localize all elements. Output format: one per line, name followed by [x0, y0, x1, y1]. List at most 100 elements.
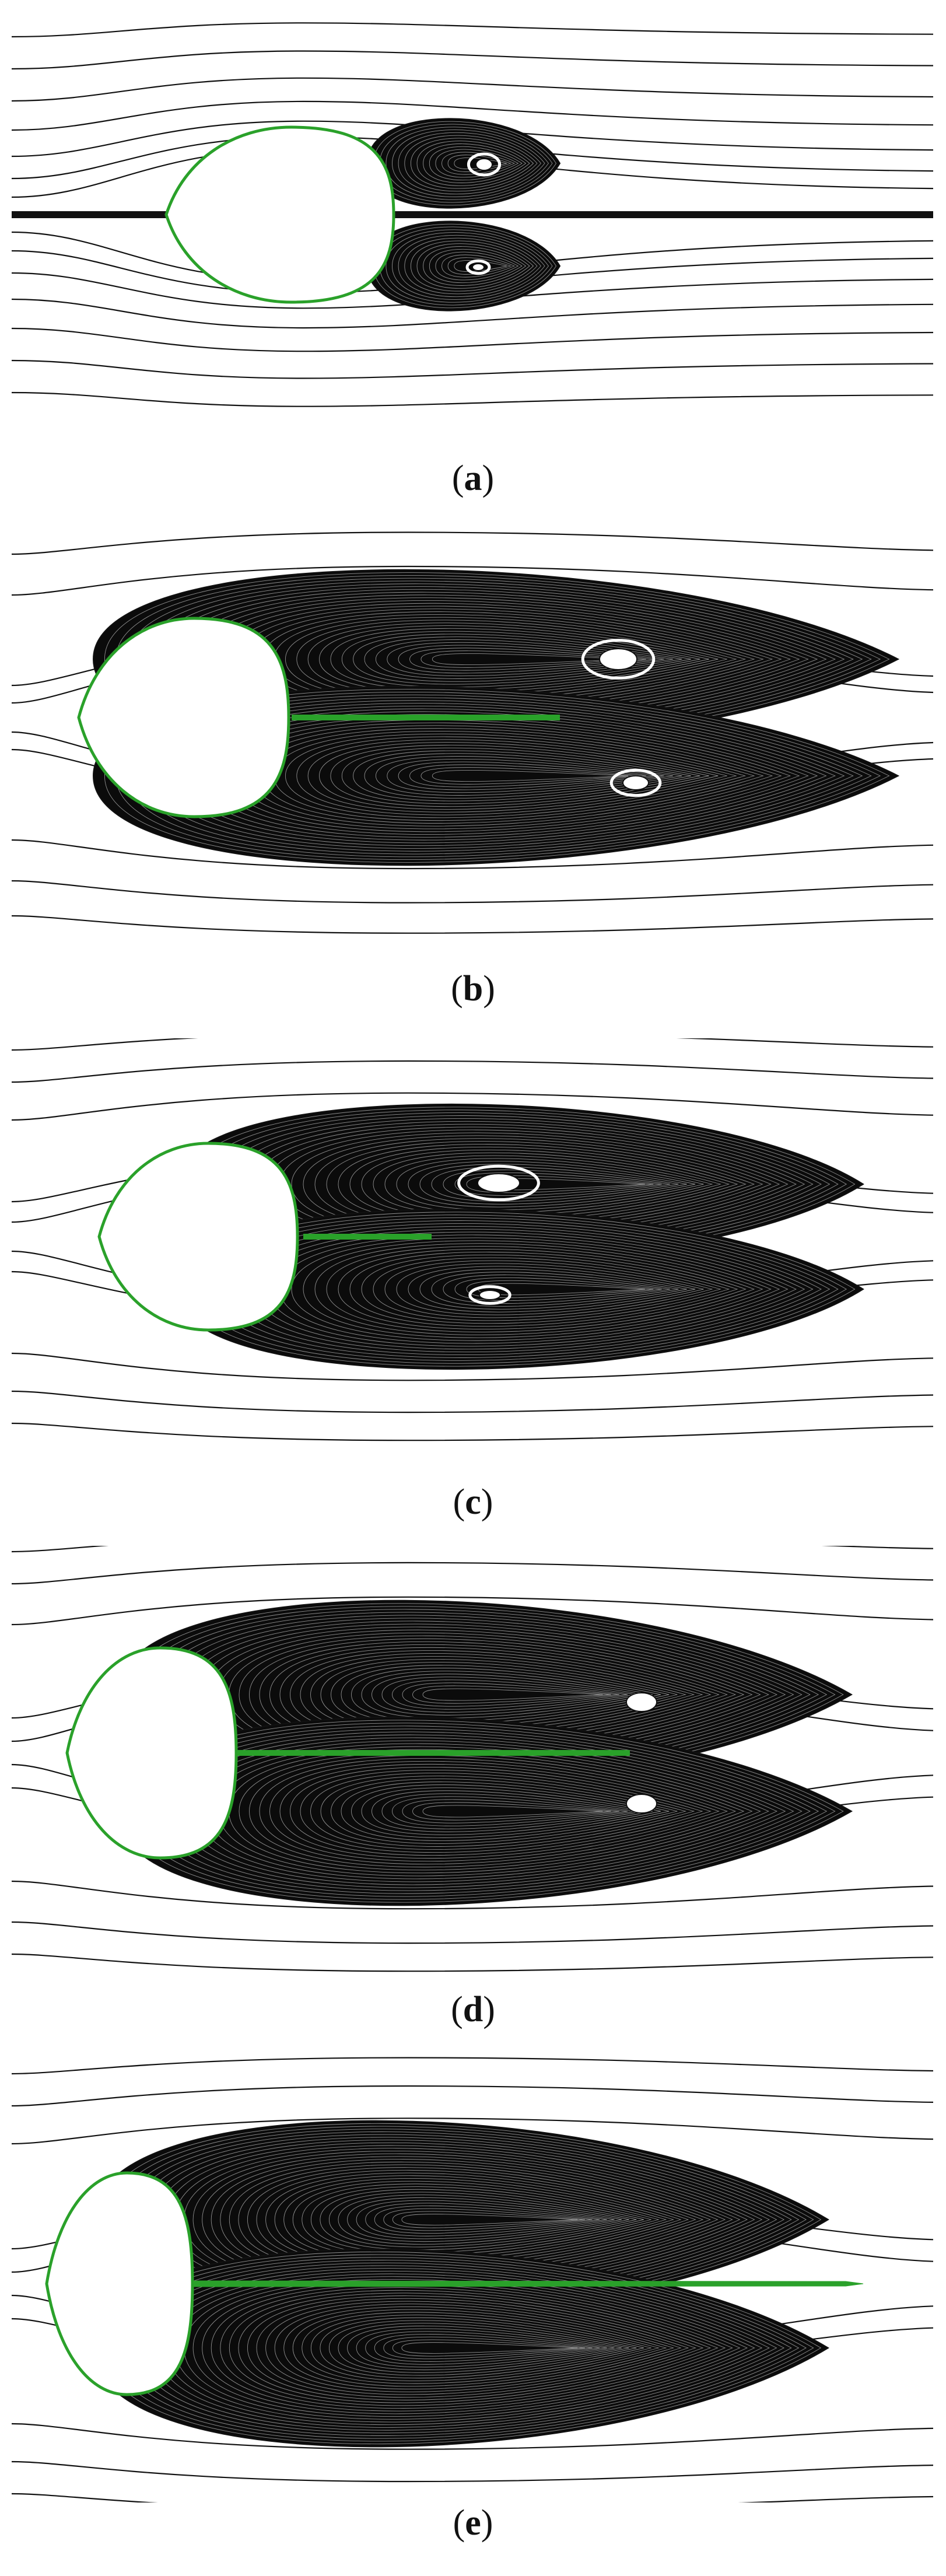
streamline [11, 298, 934, 329]
streamline-loop [392, 1796, 628, 1826]
streamline-loop [279, 1234, 789, 1344]
caption-a: (a) [451, 459, 495, 498]
streamline-loop [374, 2334, 600, 2362]
streamline [11, 1038, 934, 1051]
streamline-loop [412, 1802, 611, 1821]
streamline-loop [229, 1749, 761, 1874]
streamline [11, 565, 934, 596]
streamline-loop [353, 750, 691, 802]
centerline-streamlines [12, 211, 933, 218]
streamline-loop [419, 1164, 687, 1205]
streamline [11, 2057, 934, 2075]
streamline-loop [383, 2336, 593, 2360]
streamline-loop [392, 232, 545, 300]
body-outline [77, 617, 290, 818]
vortex-core [475, 158, 493, 171]
streamline-loop [347, 2197, 622, 2242]
streamline-loop [396, 1158, 704, 1210]
streamline-loop [331, 1779, 678, 1844]
streamline [11, 1352, 934, 1381]
streamline-loop [422, 1688, 603, 1701]
streamline-loop [375, 639, 674, 679]
recirculation-lower [174, 1208, 864, 1370]
streamline-loop [338, 1249, 747, 1329]
streamline-loop [198, 1740, 786, 1882]
streamline-loop [398, 235, 542, 298]
recirculation-region [366, 220, 561, 312]
streamline-loop [422, 1805, 603, 1818]
splitter-plate [227, 1750, 630, 1756]
streamline [11, 2460, 934, 2483]
streamline-loop [330, 744, 709, 807]
streamline [11, 1921, 934, 1944]
body-outline [164, 125, 395, 304]
streamline-loop [353, 634, 691, 685]
streamline [11, 1546, 934, 1553]
streamline-loop [129, 2260, 800, 2436]
vortex-core [472, 263, 485, 271]
vortex-ring [468, 1285, 511, 1305]
streamline-loop [429, 146, 523, 181]
streamline-loop [392, 2339, 585, 2357]
streamline-loop [443, 1275, 671, 1304]
streamline-loop [361, 1254, 730, 1324]
streamline-loop [249, 1755, 745, 1868]
streamline-plot-d [11, 1546, 934, 1972]
streamline-loop [392, 130, 545, 197]
streamline [11, 2493, 934, 2502]
streamline [11, 2423, 934, 2450]
streamline-loop [338, 2323, 629, 2373]
streamline-loop [186, 1212, 856, 1367]
streamline-loop [240, 722, 782, 830]
streamline-loop [274, 2304, 682, 2392]
streamline-loop [416, 141, 530, 186]
streamline-loop [447, 257, 511, 275]
streamline-loop [138, 2262, 792, 2434]
streamline-loop [387, 758, 664, 793]
recirculation-region [115, 1716, 853, 1906]
streamline-loop [314, 1243, 763, 1335]
streamline-plot-c [11, 1038, 934, 1441]
vortex-core [477, 1173, 520, 1193]
streamline [11, 531, 934, 555]
streamline-loop [419, 1269, 687, 1310]
streamline-loop [251, 725, 773, 827]
streamline-loop [373, 121, 557, 206]
streamline-plot-b [11, 531, 934, 934]
streamline-loop [165, 2270, 770, 2426]
streamline-loop [269, 1760, 728, 1862]
streamline-loop [361, 1787, 653, 1835]
recirculation-lower [115, 1716, 853, 1906]
streamline-loop [410, 240, 534, 292]
streamline-loop [373, 223, 557, 309]
caption-b-letter: b [463, 969, 483, 1009]
vortex-core [626, 1692, 657, 1712]
recirculation-upper [366, 118, 561, 209]
splitter-plate [292, 715, 560, 720]
streamline [11, 1422, 934, 1441]
vortex-ring [467, 152, 502, 177]
streamline-loop [404, 237, 538, 295]
streamline-loop [147, 1726, 828, 1897]
streamline-loop [409, 648, 646, 671]
streamline-loop [408, 1161, 696, 1208]
recirculation-lower [366, 220, 561, 312]
streamline-loop [188, 1737, 794, 1885]
streamline-loop [102, 2251, 822, 2445]
streamline [11, 391, 934, 407]
streamline-loop [431, 1167, 679, 1202]
streamline-loop [167, 1731, 811, 1891]
streamline-loop [431, 1272, 679, 1307]
streamline [11, 100, 934, 131]
caption-c: (c) [453, 1482, 493, 1522]
vortex-core [622, 775, 649, 790]
streamline [11, 1092, 934, 1121]
streamline-loop [177, 1734, 803, 1888]
streamline-loop [351, 1784, 661, 1838]
streamline-loop [423, 246, 527, 286]
streamline [11, 880, 934, 904]
streamline-loop [244, 1226, 814, 1353]
streamline-loop [229, 2290, 719, 2406]
vortex-core [626, 1794, 657, 1814]
streamline-loop [341, 747, 700, 804]
